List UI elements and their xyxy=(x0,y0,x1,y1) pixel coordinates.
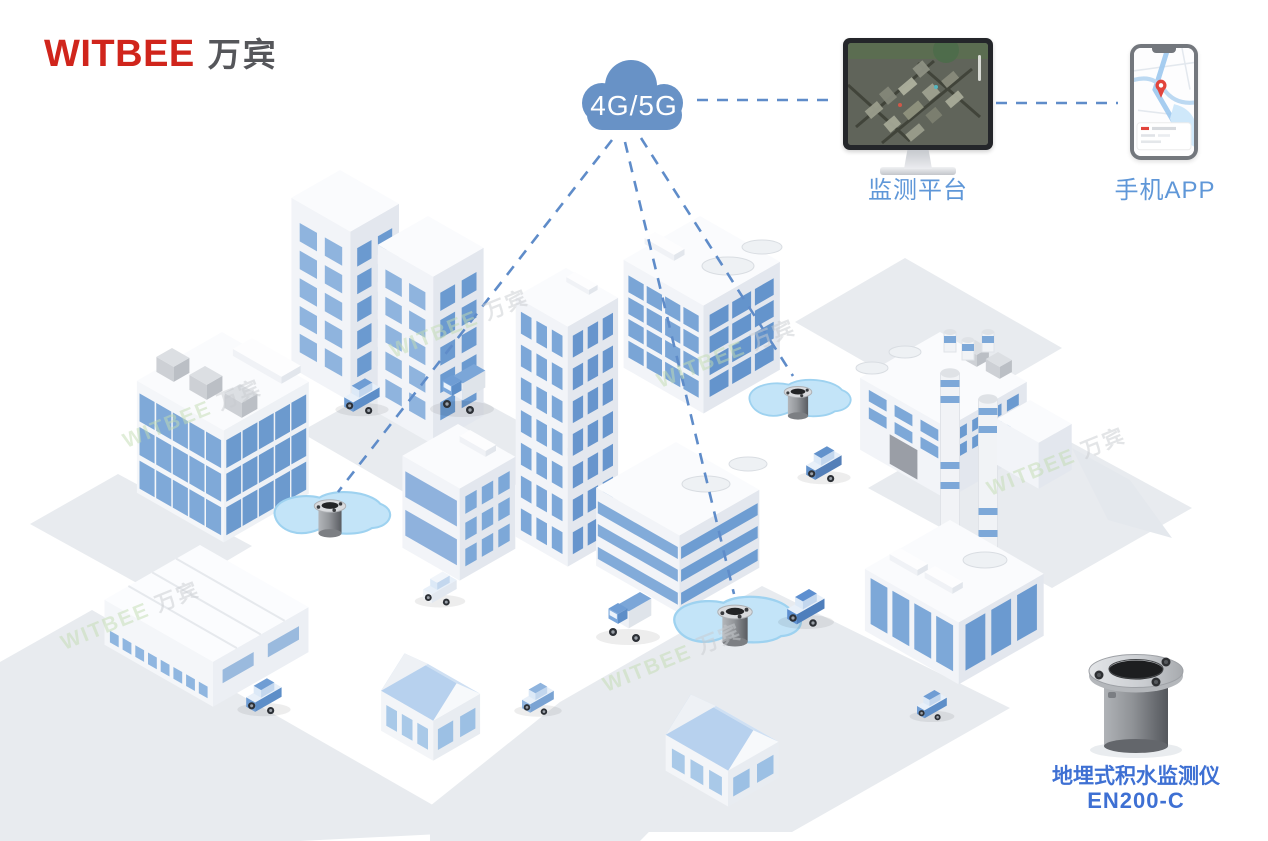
cloud-4g5g: 4G/5G xyxy=(575,56,693,142)
witbee-logo: WITBEE 万宾 xyxy=(44,28,278,76)
mid-building xyxy=(402,424,516,581)
bottomright-building xyxy=(864,520,1044,685)
striped-building xyxy=(596,442,768,614)
car xyxy=(909,690,955,723)
glass-office xyxy=(136,332,309,543)
device-illustration xyxy=(1088,654,1184,758)
car xyxy=(514,682,562,717)
device-model-label: EN200-C xyxy=(1087,788,1185,813)
car xyxy=(414,571,466,608)
road-sensor xyxy=(748,378,852,420)
monitoring-platform-monitor xyxy=(843,38,993,175)
device-name-label: 地埋式积水监测仪 xyxy=(1052,765,1220,788)
cloud-icon xyxy=(582,60,683,130)
car xyxy=(797,446,851,485)
logo-brand-cn: 万宾 xyxy=(207,36,278,73)
warehouse xyxy=(104,545,309,707)
monitor-screen-map xyxy=(848,43,988,145)
platform-label: 监测平台 xyxy=(868,177,968,204)
device-en200c xyxy=(1066,634,1206,762)
map-pin-icon xyxy=(1155,79,1167,98)
car xyxy=(237,678,291,717)
car xyxy=(778,589,834,629)
mobile-app-phone xyxy=(1130,44,1198,160)
truck xyxy=(596,592,660,645)
phone-notch xyxy=(1152,48,1176,53)
flange-screws xyxy=(1094,657,1171,687)
monitor-frame xyxy=(843,38,993,150)
factory xyxy=(855,329,1172,576)
glass-block xyxy=(623,216,783,414)
phone-screen-map xyxy=(1134,48,1194,156)
monitor-stand-base xyxy=(880,167,956,175)
road-sensor xyxy=(273,491,392,538)
monitor-stand-neck xyxy=(904,150,932,169)
logo-brand-en: WITBEE xyxy=(44,33,195,75)
cloud-label: 4G/5G xyxy=(590,90,678,121)
house xyxy=(665,694,779,807)
mobile-app-label: 手机APP xyxy=(1114,177,1216,204)
house xyxy=(381,653,481,761)
